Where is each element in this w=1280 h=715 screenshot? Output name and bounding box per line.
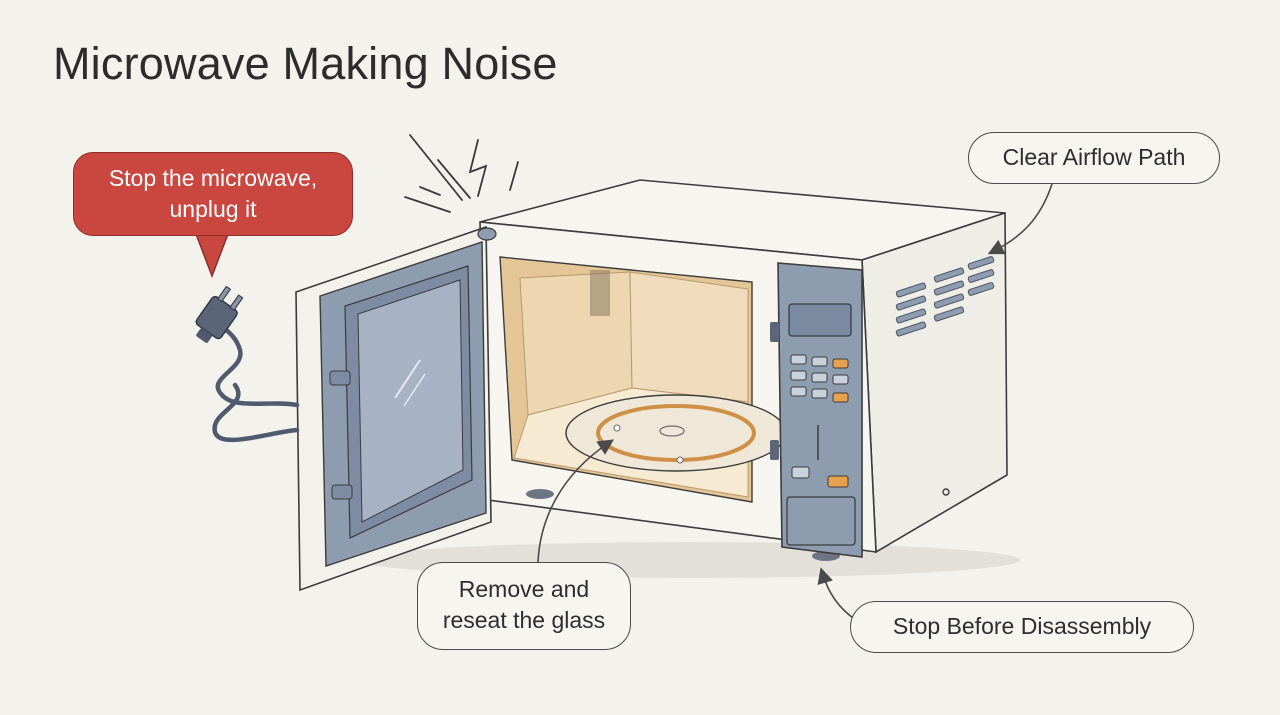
open-door <box>295 225 497 592</box>
warning-callout-tail <box>194 233 230 279</box>
unplug-callout-line2: unplug it <box>169 196 257 222</box>
power-plug-icon <box>195 285 300 443</box>
page-title: Microwave Making Noise <box>53 38 558 89</box>
unplug-callout-line1: Stop the microwave, <box>108 165 318 191</box>
glass-callout-line2: reseat the glass <box>442 607 606 633</box>
vent-slots-icon <box>895 256 995 337</box>
noise-lines-icon <box>404 134 519 213</box>
display-screen <box>788 303 852 337</box>
glass-pointer <box>537 439 615 563</box>
control-panel <box>770 262 863 558</box>
airflow-pointer <box>987 183 1053 255</box>
cooking-cavity <box>499 256 787 503</box>
disassembly-callout-label: Stop Before Disassembly <box>892 613 1152 639</box>
disassembly-callout: Stop Before Disassembly <box>850 601 1194 653</box>
glass-callout-line1: Remove and <box>458 576 590 602</box>
airflow-callout: Clear Airflow Path <box>968 132 1220 184</box>
glass-callout: Remove and reseat the glass <box>417 562 631 650</box>
airflow-callout-label: Clear Airflow Path <box>1002 144 1186 170</box>
unplug-callout: Stop the microwave, unplug it <box>73 152 353 236</box>
